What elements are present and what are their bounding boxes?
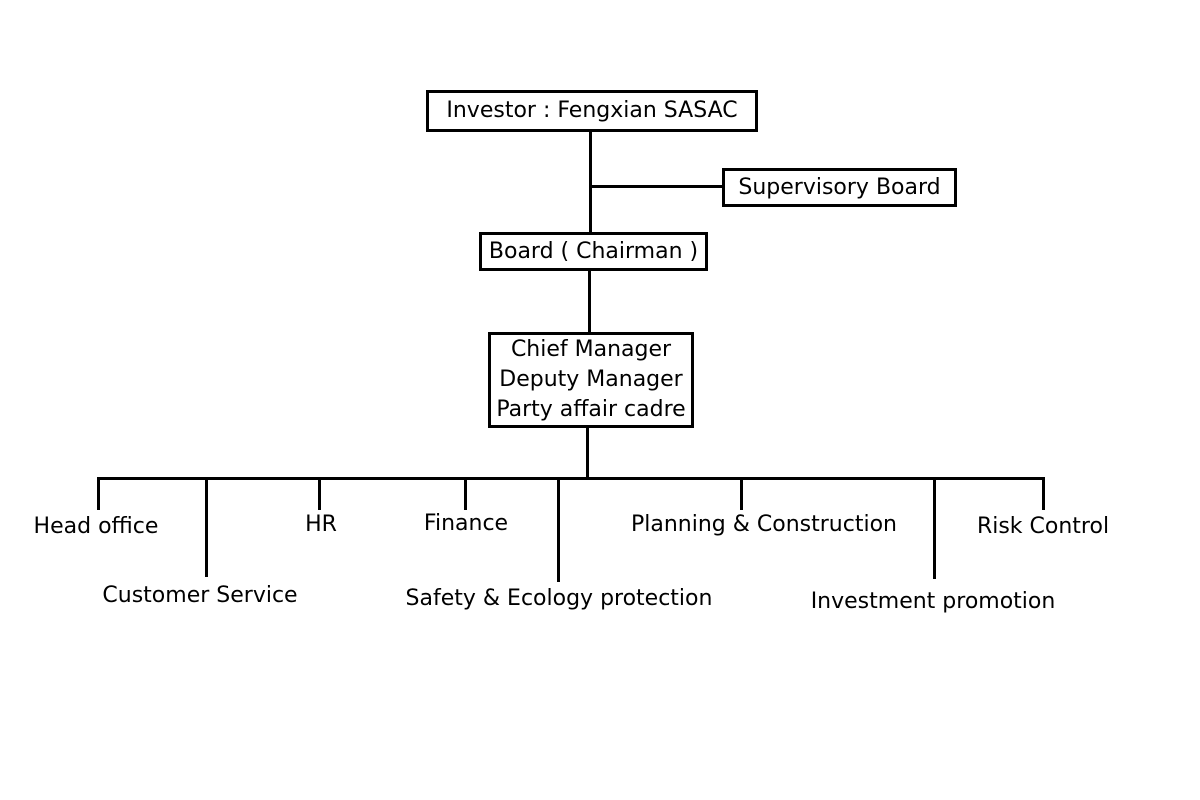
connector-management-to-bus	[586, 426, 589, 479]
department-planning-construction: Planning & Construction	[631, 512, 897, 537]
department-investment-promotion: Investment promotion	[810, 589, 1056, 614]
management-box: Chief Manager Deputy Manager Party affai…	[488, 332, 694, 428]
board-box: Board ( Chairman )	[479, 232, 708, 271]
connector-hr	[318, 477, 321, 510]
connector-head-office	[97, 477, 100, 510]
department-head-office: Head office	[33, 514, 159, 539]
department-finance: Finance	[423, 511, 509, 536]
connector-risk-control	[1042, 477, 1045, 510]
investor-label: Investor : Fengxian SASAC	[446, 98, 738, 123]
department-risk-control: Risk Control	[976, 514, 1110, 539]
department-safety-ecology-protection: Safety & Ecology protection	[405, 586, 713, 611]
supervisory-board-label: Supervisory Board	[738, 174, 941, 200]
connector-finance	[464, 477, 467, 510]
connector-planning-construction	[740, 477, 743, 510]
connector-investment-promotion	[933, 477, 936, 579]
connector-board-to-management	[588, 270, 591, 334]
chief-manager-label: Chief Manager	[510, 337, 672, 362]
connector-investor-to-board	[589, 130, 592, 235]
connector-to-supervisory-board	[591, 185, 724, 188]
department-customer-service: Customer Service	[102, 583, 298, 608]
connector-customer-service	[205, 477, 208, 577]
board-label: Board ( Chairman )	[488, 238, 699, 264]
supervisory-board-box: Supervisory Board	[722, 168, 957, 207]
deputy-manager-label: Deputy Manager	[499, 367, 683, 392]
connector-safety-ecology	[557, 477, 560, 582]
investor-box: Investor : Fengxian SASAC	[426, 90, 758, 132]
department-hr: HR	[305, 512, 337, 537]
department-bus	[97, 477, 1045, 480]
party-affair-cadre-label: Party affair cadre	[496, 397, 686, 422]
